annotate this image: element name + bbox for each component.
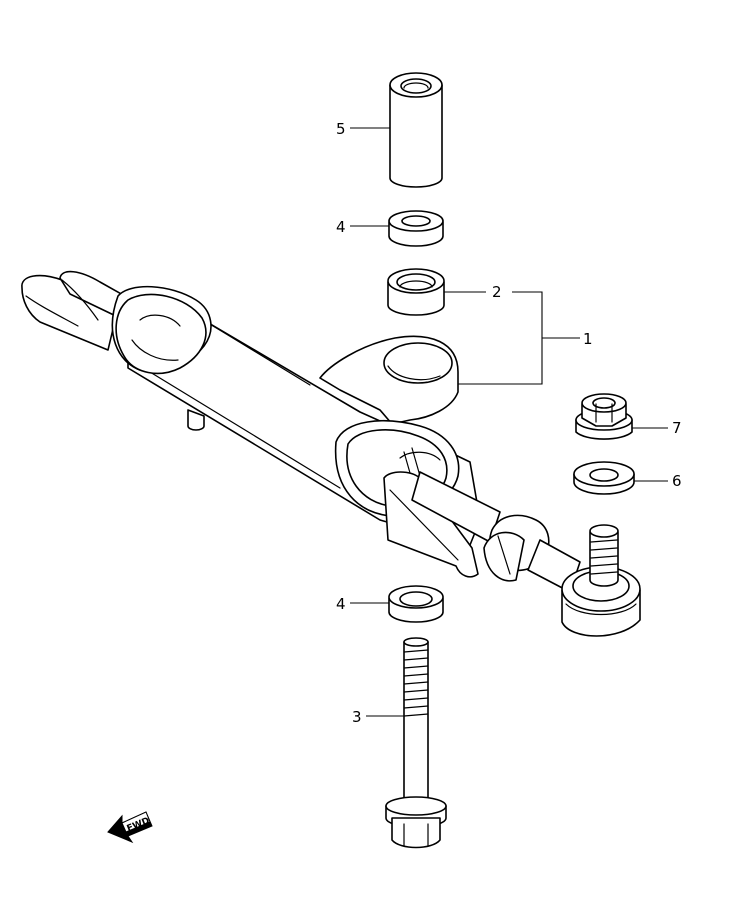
- part-6-washer: [573, 461, 635, 495]
- part-5-spacer: [389, 72, 443, 188]
- leader-lines: [350, 127, 668, 717]
- callout-5: 5: [336, 120, 346, 138]
- callout-3: 3: [352, 708, 362, 726]
- callout-4-lower: 4: [336, 595, 346, 613]
- callout-4-upper: 4: [336, 218, 346, 236]
- part-2-bushing: [387, 268, 445, 316]
- callout-2: 2: [492, 283, 502, 301]
- part-4-lower-bushing: [388, 585, 444, 623]
- callout-6: 6: [672, 472, 682, 490]
- callout-1: 1: [583, 330, 593, 348]
- part-4-upper-bushing: [388, 210, 444, 247]
- part-3-bolt: [385, 637, 447, 849]
- part-1-damper-assembly: [21, 270, 641, 637]
- part-7-flange-nut: [575, 393, 633, 440]
- leader-1-bracket: [458, 291, 580, 385]
- fwd-arrow-icon: FWD: [107, 811, 153, 844]
- callout-7: 7: [672, 419, 682, 437]
